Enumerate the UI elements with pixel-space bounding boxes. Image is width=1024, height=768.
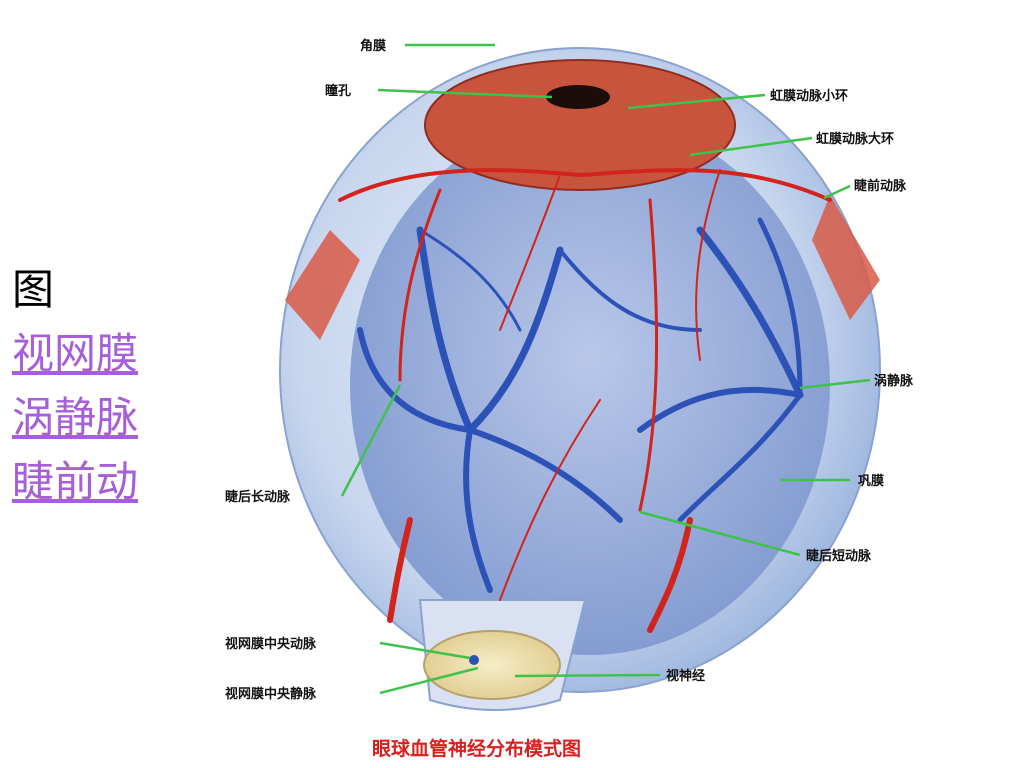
side-heading: 图	[12, 265, 55, 314]
label-vortex-vein: 涡静脉	[874, 373, 914, 389]
pointer-lines	[340, 43, 871, 695]
label-short-posterior-ciliary-artery: 睫后短动脉	[806, 548, 872, 564]
pupil-shape	[546, 85, 610, 109]
iris	[424, 59, 736, 191]
muscle-stump-left	[285, 230, 360, 340]
link-vortex-vein[interactable]: 涡静脉	[12, 393, 139, 442]
link-anterior-ciliary[interactable]: 睫前动	[12, 457, 139, 506]
label-central-retinal-vein: 视网膜中央静脉	[225, 686, 317, 702]
label-pupil: 瞳孔	[325, 83, 351, 99]
central-vessel-dot	[469, 655, 479, 665]
muscle-stump-right	[812, 195, 880, 320]
label-optic-nerve: 视神经	[666, 668, 705, 684]
label-cornea: 角膜	[360, 38, 386, 54]
side-text: 图 视网膜 涡静脉 睫前动	[12, 258, 162, 514]
choroid-surface	[350, 115, 830, 655]
label-sclera: 巩膜	[858, 473, 884, 489]
optic-nerve-cross-section	[423, 630, 561, 700]
label-anterior-ciliary-artery: 睫前动脉	[854, 178, 907, 194]
label-central-retinal-artery: 视网膜中央动脉	[225, 636, 317, 652]
diagram-caption: 眼球血管神经分布模式图	[372, 737, 581, 760]
label-long-posterior-ciliary-artery: 睫后长动脉	[225, 489, 291, 505]
label-minor-iris-circle: 虹膜动脉小环	[770, 88, 848, 104]
label-major-iris-circle: 虹膜动脉大环	[816, 131, 894, 147]
link-retina[interactable]: 视网膜	[12, 329, 139, 378]
arteries	[338, 168, 832, 633]
